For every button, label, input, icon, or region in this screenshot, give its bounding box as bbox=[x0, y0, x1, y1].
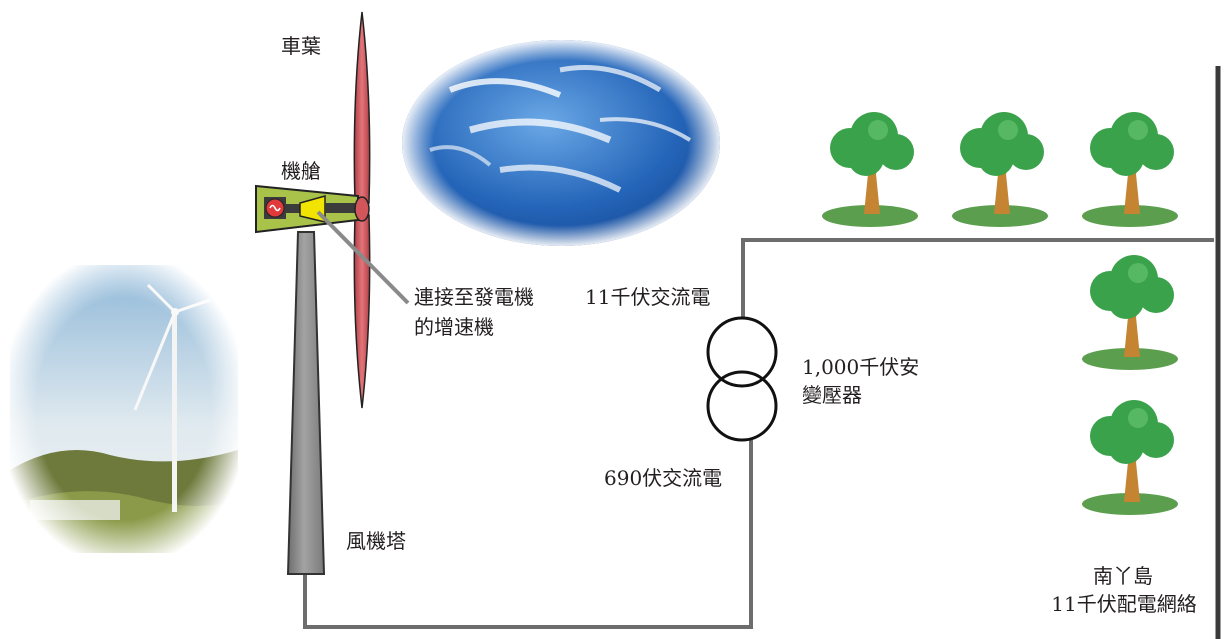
transformer-symbol bbox=[706, 316, 778, 442]
nacelle bbox=[255, 184, 370, 234]
tree-icon bbox=[1082, 112, 1178, 227]
tower-shape bbox=[286, 231, 326, 575]
tree-icon bbox=[822, 112, 918, 227]
blades-label: 車葉 bbox=[281, 34, 321, 58]
grid-label: 11千伏配電網絡 bbox=[1051, 592, 1197, 616]
nacelle-label: 機艙 bbox=[281, 159, 321, 183]
wind-turbine-photo bbox=[10, 265, 238, 553]
tree-icon bbox=[1082, 400, 1178, 515]
gearbox-label-line1: 連接至發電機 bbox=[414, 285, 534, 309]
tower-label: 風機塔 bbox=[346, 529, 406, 553]
voltage-11kv-label: 11千伏交流電 bbox=[585, 285, 711, 309]
transformer-label-line2: 變壓器 bbox=[802, 383, 862, 407]
gearbox-label-line2: 的增速機 bbox=[414, 315, 494, 339]
tree-icon bbox=[1082, 255, 1178, 370]
wire-11kv bbox=[741, 238, 1214, 318]
wire-690v bbox=[303, 440, 753, 629]
tree-icon bbox=[952, 112, 1048, 227]
power-wires bbox=[303, 238, 1214, 629]
island-label: 南丫島 bbox=[1093, 564, 1153, 588]
rotor-hub bbox=[354, 196, 370, 222]
gearbox-leader-line bbox=[316, 210, 410, 305]
voltage-690v-label: 690伏交流電 bbox=[604, 466, 723, 490]
transformer-label-line1: 1,000千伏安 bbox=[802, 355, 920, 379]
sky-cloud-image bbox=[402, 40, 720, 246]
